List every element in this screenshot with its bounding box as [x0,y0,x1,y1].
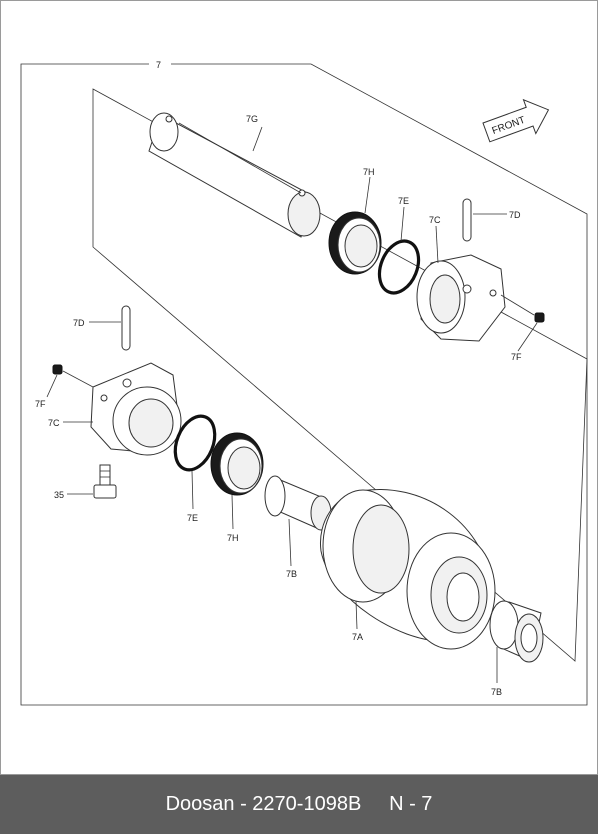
callout-7g: 7G [246,114,258,124]
shaft-7g [148,112,321,238]
assembly-frame [20,63,588,706]
pin-7d-left [121,305,131,351]
footer-brand: Doosan [165,793,235,815]
callout-7h-top: 7H [363,167,375,177]
collar-7c-top [416,254,506,342]
seal-7h-bottom [210,432,264,496]
inner-exploded-box [92,88,588,662]
seal-7h-top [328,211,382,275]
pin-7d-top [462,198,472,242]
collar-7c-left [90,362,182,456]
footer-bar: Doosan - 2270-1098B N - 7 [0,775,598,834]
set-screw-7f-left [52,364,63,375]
oring-7e-top [377,239,421,295]
footer-gap [361,793,389,816]
footer-separator: - [234,793,253,815]
callout-7f-left: 7F [35,399,46,409]
roller-7a [319,489,496,650]
callout-7f-top: 7F [511,352,522,362]
footer-part-number: 2270-1098B [252,793,362,815]
callout-7c-top: 7C [429,215,441,225]
callout-7b-mid: 7B [286,569,297,579]
parts-diagram-canvas: 7 FRONT 7G 7H 7E 7C 7D [0,0,598,775]
bushing-7b-right [489,600,544,663]
callout-7: 7 [156,60,161,70]
callout-7d-left: 7D [73,318,85,328]
callout-7e-bottom: 7E [187,513,198,523]
callout-7a: 7A [352,632,363,642]
bolt-35 [93,464,117,499]
oring-7e-bottom [173,414,217,472]
front-arrow: FRONT [482,98,550,143]
callout-7c-left: 7C [48,418,60,428]
footer-page-code: N - 7 [389,793,433,815]
callout-7b-right: 7B [491,687,502,697]
callout-7e-top: 7E [398,196,409,206]
callout-35: 35 [54,490,64,500]
callout-7d-top: 7D [509,210,521,220]
exploded-view-diagram: 7 FRONT 7G 7H 7E 7C 7D [20,60,588,706]
set-screw-7f-top [534,312,545,323]
callout-7h-bottom: 7H [227,533,239,543]
bushing-7b-mid [264,475,332,531]
